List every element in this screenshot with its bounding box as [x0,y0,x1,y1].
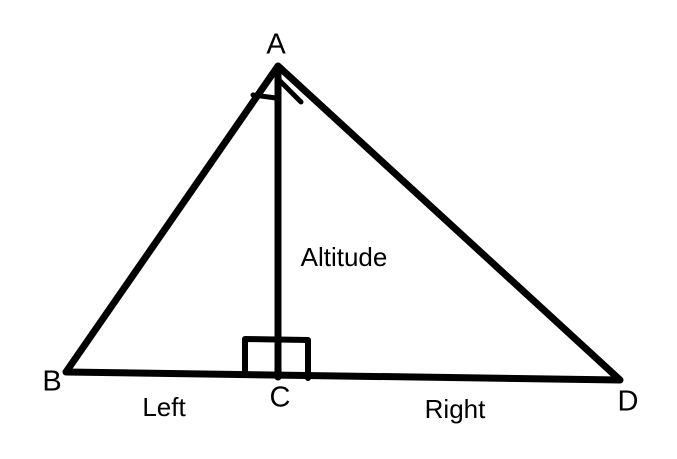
left-segment-label: Left [142,392,186,422]
vertex-label-b: B [42,365,62,398]
vertex-label-a: A [266,28,286,61]
apex-angle-mark-left [250,92,279,101]
vertex-label-c: C [269,381,291,414]
diagram-strokes [62,62,624,384]
right-segment-label: Right [424,394,486,424]
right-angle-marker [242,336,311,381]
vertex-label-d: D [617,385,639,418]
apex-angle-mark-right [277,78,304,105]
altitude-label: Altitude [300,242,388,272]
triangle-outline [62,62,624,384]
